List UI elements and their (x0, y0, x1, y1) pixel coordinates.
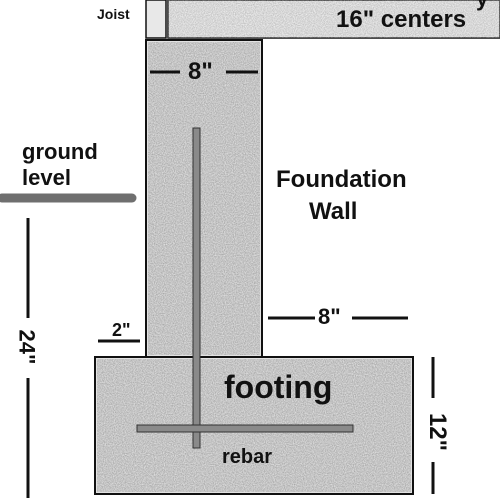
joist-band (145, 0, 500, 39)
foundation-wall-label-line1: Foundation (276, 166, 407, 193)
rebar-label: rebar (222, 446, 273, 468)
footing-height-label: 12" (424, 412, 452, 452)
foundation-wall-label-line2: Wall (309, 198, 358, 225)
depth-label: 24" (14, 329, 40, 365)
centers-cut-label: y (476, 0, 488, 10)
joist-label: Joist (97, 6, 130, 22)
ground-level-label-line2: level (22, 165, 71, 190)
wall-width-label: 8" (188, 58, 213, 85)
footing-label: footing (224, 369, 333, 405)
rebar (136, 127, 354, 449)
foundation-wall (145, 39, 263, 358)
offset-right-label: 8" (318, 304, 341, 329)
ground-level-label-line1: ground (22, 139, 98, 164)
centers-label: 16" centers (336, 6, 467, 33)
offset-left-label: 2" (112, 320, 131, 340)
